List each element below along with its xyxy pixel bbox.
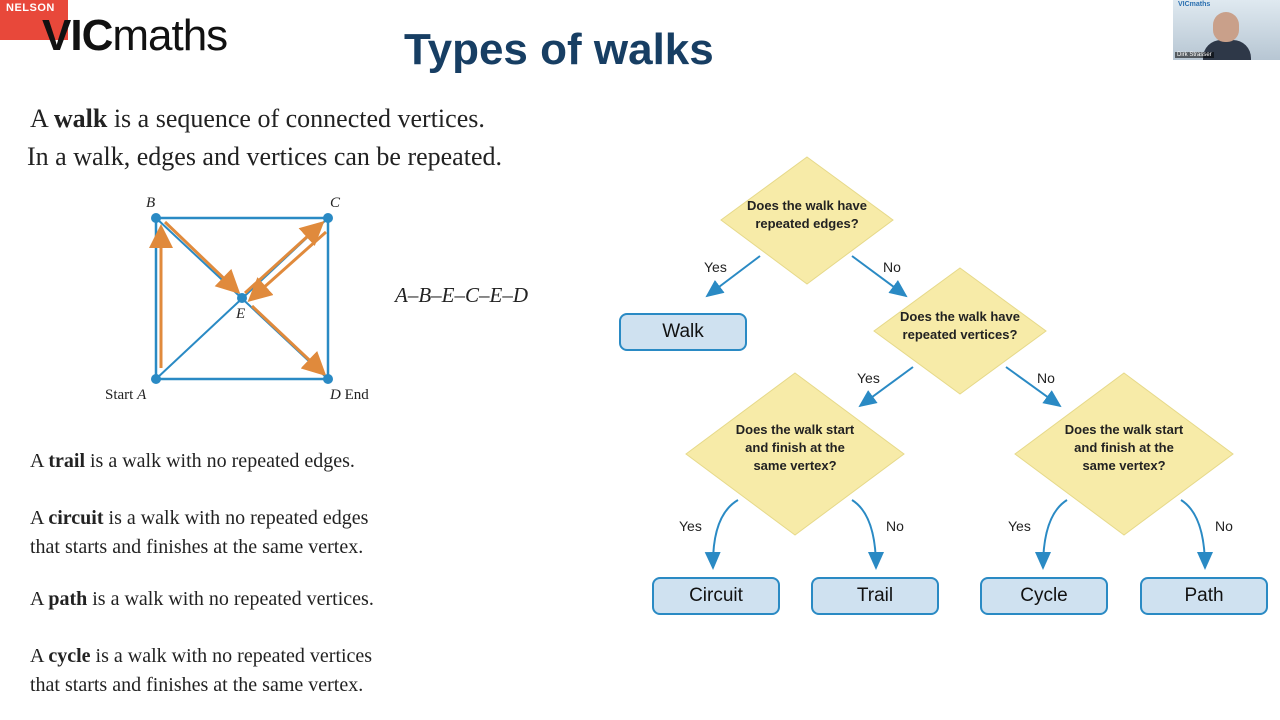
walk-box: Walk <box>619 313 747 351</box>
walk-arrows <box>149 220 327 377</box>
graph-vertices <box>151 213 333 384</box>
label-B: B <box>146 195 156 211</box>
walk-definition: A walk is a sequence of connected vertic… <box>30 104 485 134</box>
diamond-q1 <box>720 156 894 285</box>
walk-term: walk <box>53 104 108 133</box>
walk-def-pre: A <box>30 104 54 133</box>
slide-title: Types of walks <box>404 25 714 74</box>
walk-def-post: is a sequence of connected vertices. <box>107 104 485 133</box>
diamond-q2 <box>873 267 1047 395</box>
presenter-head <box>1213 12 1239 42</box>
arrow-q4-no <box>1180 499 1213 570</box>
label-E: E <box>236 306 246 322</box>
vertex-A <box>151 374 161 384</box>
vertex-C <box>323 213 333 223</box>
arrow-q3-yes <box>704 499 739 570</box>
arrow-q1-no <box>851 255 908 298</box>
logo-rest: maths <box>112 11 228 60</box>
flow-arrows <box>704 255 1213 570</box>
cycle-box: Cycle <box>980 577 1108 615</box>
circuit-definition: A circuit is a walk with no repeated edg… <box>30 507 369 558</box>
q3-yes-label: Yes <box>679 518 702 534</box>
trail-box: Trail <box>811 577 939 615</box>
vertex-E <box>237 293 247 303</box>
path-definition: A path is a walk with no repeated vertic… <box>30 588 374 610</box>
q4-no-label: No <box>1215 518 1233 534</box>
presenter-name: Dirk Strasser <box>1175 52 1214 58</box>
q1-no-label: No <box>883 259 901 275</box>
logo-bold: VIC <box>42 11 113 60</box>
trail-definition: A trail is a walk with no repeated edges… <box>30 450 355 472</box>
arrow-q4-yes <box>1035 499 1068 570</box>
arrow-E-D <box>250 304 327 377</box>
q3-text: Does the walk start and finish at the sa… <box>735 422 855 473</box>
q2-yes-label: Yes <box>857 370 880 386</box>
nelson-badge: NELSON <box>0 0 68 40</box>
walk-repeat-note: In a walk, edges and vertices can be rep… <box>27 142 502 171</box>
vertex-B <box>151 213 161 223</box>
arrow-q2-no <box>1005 366 1062 408</box>
diamond-q4 <box>1014 372 1234 536</box>
q2-no-label: No <box>1037 370 1055 386</box>
flow-diamonds <box>685 156 1234 536</box>
nelson-label: NELSON <box>6 2 55 14</box>
diamond-q3 <box>685 372 905 536</box>
label-D-end: D End <box>330 387 369 403</box>
walk-sequence: A–B–E–C–E–D <box>395 283 528 307</box>
cycle-definition: A cycle is a walk with no repeated verti… <box>30 645 373 696</box>
arrow-q3-no <box>851 499 884 570</box>
q3-no-label: No <box>886 518 904 534</box>
q1-text: Does the walk have repeated edges? <box>747 198 867 231</box>
q1-yes-label: Yes <box>704 259 727 275</box>
q4-text: Does the walk start and finish at the sa… <box>1064 422 1184 473</box>
label-start-A: Start A <box>105 387 147 403</box>
arrow-E-C <box>243 220 325 295</box>
path-box: Path <box>1140 577 1268 615</box>
vertex-D <box>323 374 333 384</box>
q2-text: Does the walk have repeated vertices? <box>900 309 1020 342</box>
webcam-logo: VICmaths <box>1178 1 1211 8</box>
q4-yes-label: Yes <box>1008 518 1031 534</box>
webcam-thumbnail[interactable]: VICmaths Dirk Strasser <box>1173 0 1280 60</box>
arrow-B-E <box>163 220 241 295</box>
presenter-body <box>1203 40 1251 60</box>
label-C: C <box>330 195 341 211</box>
circuit-box: Circuit <box>652 577 780 615</box>
arrow-q1-yes <box>705 255 761 298</box>
arrow-C-E <box>247 230 327 302</box>
vicmaths-logo: VICmaths <box>42 10 228 62</box>
arrow-q2-yes <box>858 366 914 408</box>
